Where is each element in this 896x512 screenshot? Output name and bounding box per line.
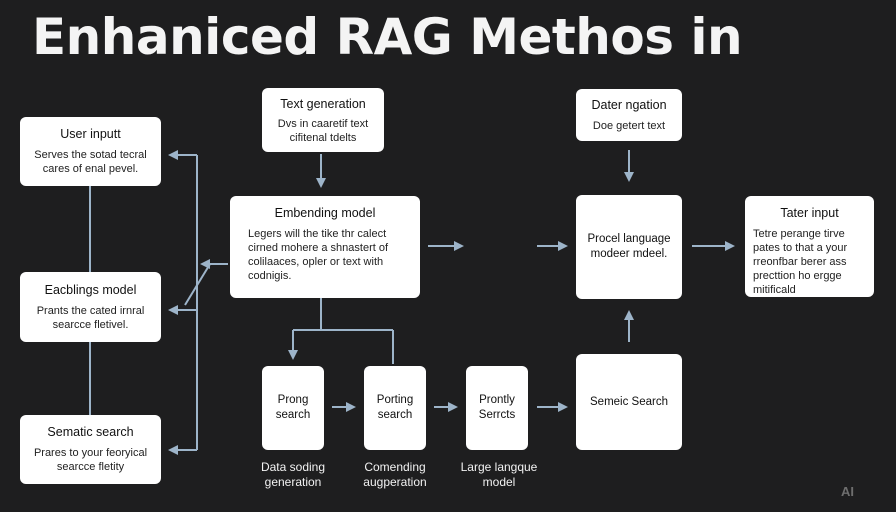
text-generation-box: Text generation Dvs in caaretif text cif…: [262, 88, 384, 152]
embeddings-model-heading: Eacblings model: [44, 283, 137, 297]
semantic-search-left-heading: Sematic search: [47, 425, 134, 439]
text-generation-heading: Text generation: [280, 97, 366, 111]
embedding-model-body: Legers will the tike thr calect cirned m…: [248, 228, 389, 282]
embeddings-model-box: Eacblings model Prants the cated irnral …: [20, 272, 161, 342]
user-input-heading: User inputt: [60, 127, 121, 141]
semantic-search-left-body: Prares to your feoryical searcce fletity: [33, 447, 148, 473]
prong-search-heading: Prong search: [275, 394, 311, 421]
porting-search-heading: Porting search: [376, 394, 414, 421]
ai-watermark: AI: [841, 484, 854, 499]
caption-data-soding: Data soding generation: [260, 460, 326, 489]
semantic-search-left-box: Sematic search Prares to your feoryical …: [20, 415, 161, 484]
connector-diagonal: [184, 263, 211, 306]
priority-search-box: Prontly Serrcts: [466, 366, 528, 450]
porting-search-box: Porting search: [364, 366, 426, 450]
language-model-box: Procel language modeer mdeel.: [576, 195, 682, 299]
data-generation-body: Doe getert text: [592, 120, 666, 132]
user-input-body: Serves the sotad tecral cares of enal pe…: [34, 149, 147, 175]
semeic-search-box: Semeic Search: [576, 354, 682, 450]
tater-input-box: Tater input Tetre perange tirve pates to…: [745, 196, 874, 297]
priority-search-heading: Prontly Serrcts: [478, 394, 516, 421]
caption-comending: Comending augperation: [363, 460, 427, 489]
data-generation-heading: Dater ngation: [591, 98, 667, 112]
diagram-title: Enhaniced RAG Methos in: [32, 8, 743, 66]
language-model-heading: Procel language modeer mdeel.: [587, 233, 671, 260]
tater-input-body: Tetre perange tirve pates to that a your…: [753, 228, 848, 296]
semeic-search-heading: Semeic Search: [590, 395, 668, 408]
embedding-model-heading: Embending model: [274, 206, 376, 220]
embeddings-model-body: Prants the cated irnral searcce fletivel…: [36, 305, 145, 331]
data-generation-box: Dater ngation Doe getert text: [576, 89, 682, 141]
embedding-model-box: Embending model Legers will the tike thr…: [230, 196, 420, 298]
tater-input-heading: Tater input: [780, 206, 839, 220]
prong-search-box: Prong search: [262, 366, 324, 450]
user-input-box: User inputt Serves the sotad tecral care…: [20, 117, 161, 186]
text-generation-body: Dvs in caaretif text cifitenal tdelts: [277, 118, 369, 144]
caption-large-language: Large langque model: [460, 460, 538, 489]
